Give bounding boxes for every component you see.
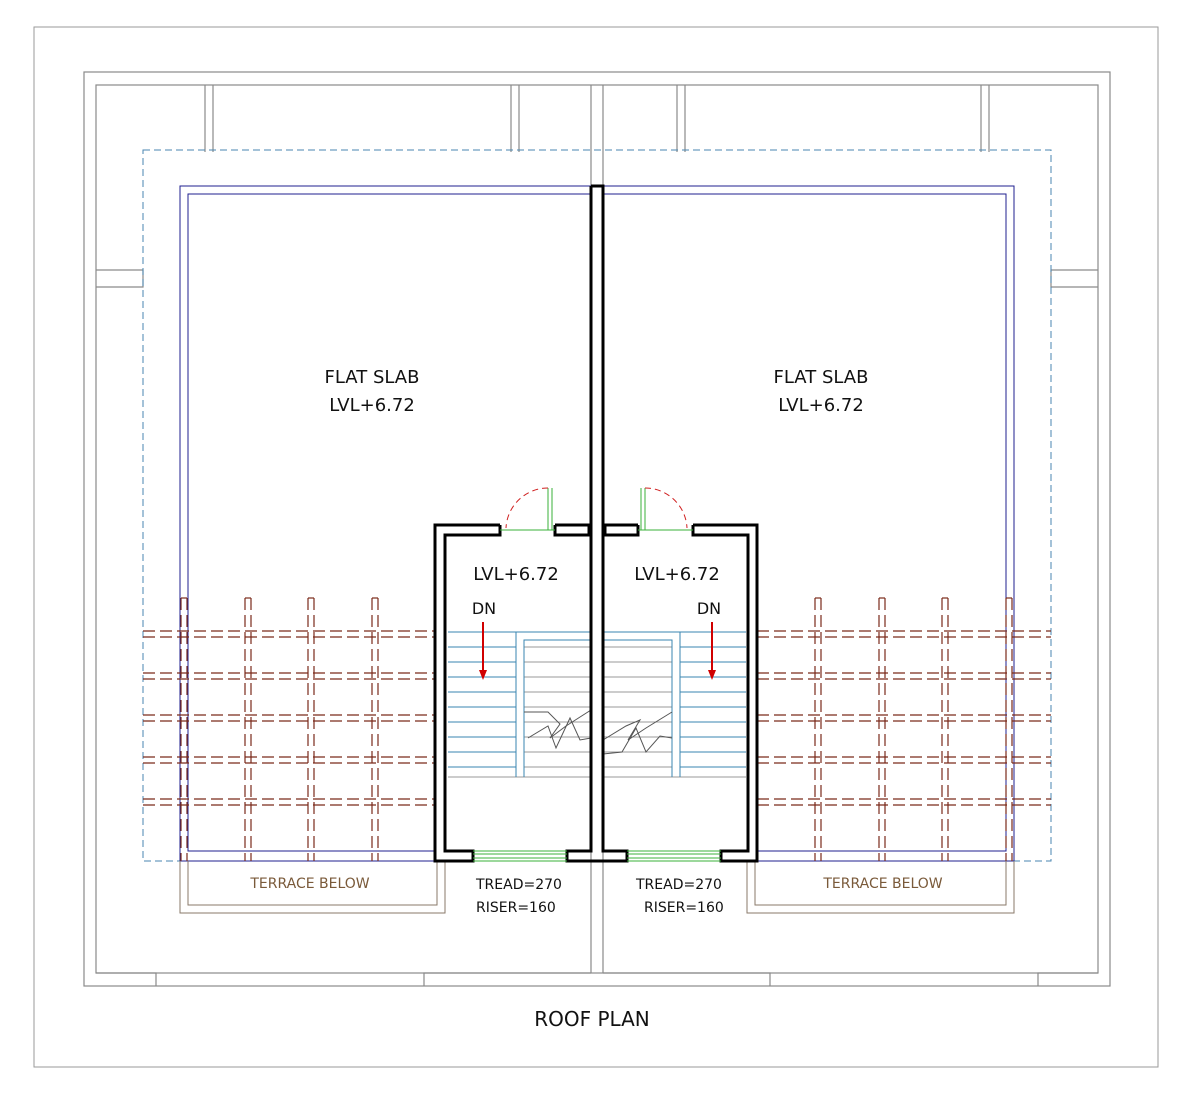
drawing-title: ROOF PLAN bbox=[534, 1007, 650, 1031]
riser-left: RISER=160 bbox=[476, 900, 556, 916]
building-outline bbox=[83, 71, 1111, 987]
stair-rail bbox=[603, 639, 673, 777]
stair-dir-left: DN bbox=[472, 599, 496, 618]
tread-right: TREAD=270 bbox=[635, 877, 722, 893]
riser-right: RISER=160 bbox=[644, 900, 724, 916]
terrace-label-right: TERRACE BELOW bbox=[822, 876, 942, 892]
sheet-frame bbox=[33, 26, 1159, 1068]
stair-break-line bbox=[524, 709, 592, 739]
stair-level-right: LVL+6.72 bbox=[634, 564, 720, 585]
down-arrow-left-icon bbox=[479, 622, 487, 680]
stair-level-left: LVL+6.72 bbox=[473, 564, 559, 585]
dashed-boundary bbox=[142, 149, 1052, 862]
stair-rail bbox=[523, 639, 591, 777]
down-arrow-right-icon bbox=[708, 622, 716, 680]
pergola-beams bbox=[143, 597, 1051, 861]
slab-label-right: FLAT SLAB bbox=[774, 367, 869, 388]
stair-rail bbox=[603, 631, 681, 777]
door-right bbox=[638, 487, 693, 531]
door-left bbox=[500, 487, 555, 531]
window-glazing bbox=[473, 850, 721, 862]
slab-level-right: LVL+6.72 bbox=[778, 395, 864, 416]
tread-left: TREAD=270 bbox=[475, 877, 562, 893]
slab-level-left: LVL+6.72 bbox=[329, 395, 415, 416]
stair-dir-right: DN bbox=[697, 599, 721, 618]
stair-break-line bbox=[527, 716, 592, 750]
terrace-label-left: TERRACE BELOW bbox=[249, 876, 369, 892]
stair-rail bbox=[515, 631, 591, 777]
slab-label-left: FLAT SLAB bbox=[325, 367, 420, 388]
stair-break-line bbox=[602, 726, 673, 755]
terrace-outline bbox=[179, 861, 1015, 914]
slab-edge bbox=[179, 185, 1015, 862]
stair-break-line bbox=[602, 711, 673, 741]
